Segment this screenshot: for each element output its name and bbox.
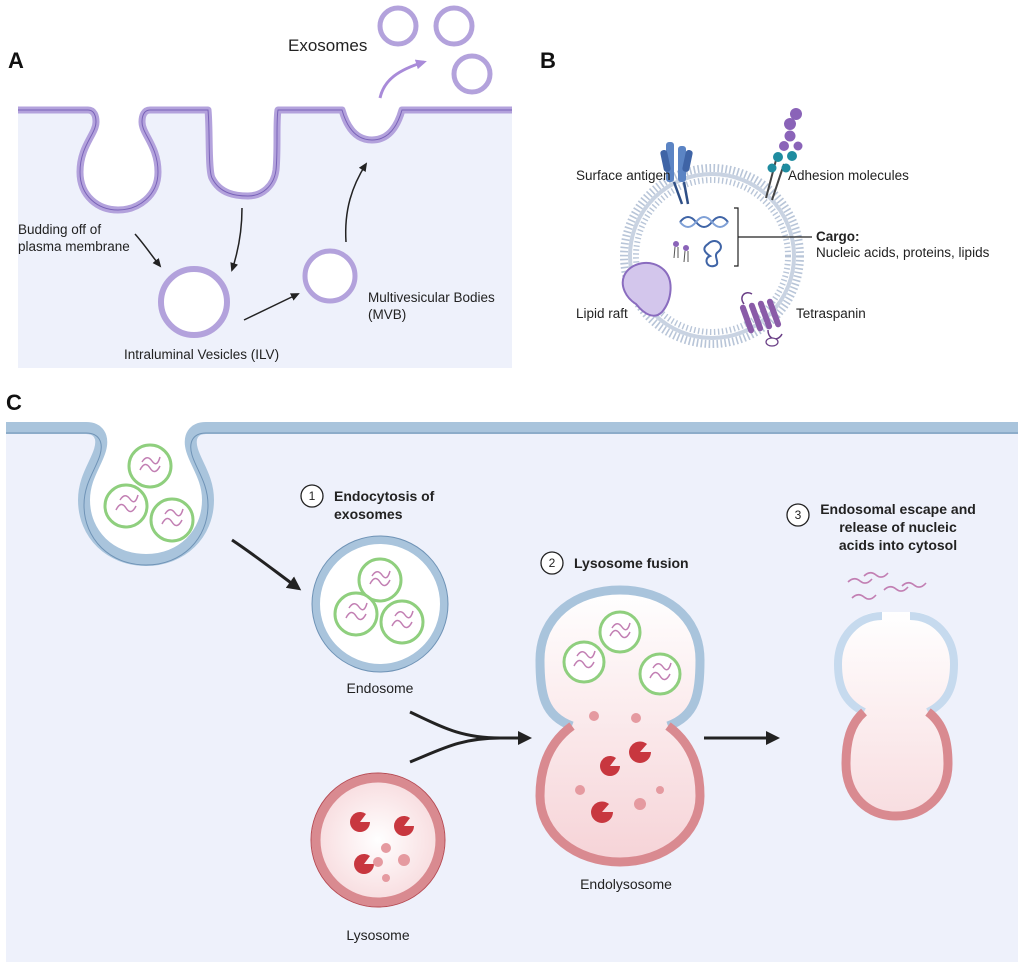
lysosome-label: Lysosome xyxy=(346,927,410,943)
enzyme-icon xyxy=(629,741,651,763)
tetraspanin-label: Tetraspanin xyxy=(796,306,866,321)
lysosome xyxy=(310,772,446,908)
exosome-bilayer-leaflet xyxy=(633,177,791,335)
panel-a: A Exosomes Budding off of plasma membran… xyxy=(8,5,512,368)
endosome xyxy=(311,535,449,673)
mvb-to-membrane-arrow xyxy=(344,162,368,243)
panel-c: C 1 Endocytosis of exosomes xyxy=(6,390,1018,962)
ilv-to-mvb-arrow xyxy=(243,293,300,321)
step1-number-circle xyxy=(300,484,324,508)
step3-label-line1: Endosomal escape and xyxy=(820,501,976,517)
step3-label-line2: release of nucleic xyxy=(839,519,957,535)
endocytosis-arrow xyxy=(231,538,302,591)
exosome-bilayer-inner xyxy=(628,172,796,340)
protein-icon xyxy=(703,240,722,268)
enzyme-icon xyxy=(350,811,370,832)
mvb-vesicle xyxy=(302,248,358,304)
exosome-vesicle xyxy=(433,5,475,47)
endosome-label: Endosome xyxy=(347,680,414,696)
lipid-icon xyxy=(673,241,689,263)
endolysosome-label: Endolysosome xyxy=(580,876,672,892)
enzyme-icon xyxy=(591,801,613,823)
exosome-vesicle xyxy=(377,5,419,47)
ilv-vesicle xyxy=(158,266,230,338)
released-nucleic-acids xyxy=(847,571,927,600)
step3-number-circle xyxy=(786,503,810,527)
exosomes-label: Exosomes xyxy=(288,36,367,55)
step3-number: 3 xyxy=(795,508,802,522)
cell-cytoplasm-a xyxy=(18,110,512,368)
lipid-raft-label: Lipid raft xyxy=(576,306,628,321)
step1-label-line2: exosomes xyxy=(334,506,403,522)
mvb-label-line2: (MVB) xyxy=(368,307,406,322)
endolysosome xyxy=(535,585,705,867)
panel-b: B xyxy=(540,48,990,348)
exosome-vesicle xyxy=(451,53,493,95)
panel-a-letter: A xyxy=(8,48,24,73)
step1-label-line1: Endocytosis of xyxy=(334,488,435,504)
lipid-raft-icon xyxy=(621,261,672,317)
mvb-label-line1: Multivesicular Bodies xyxy=(368,290,495,305)
surface-antigen-icon xyxy=(660,142,693,205)
exosome-release-arrow xyxy=(378,59,427,99)
cargo-title-label: Cargo: xyxy=(816,229,860,244)
adhesion-molecules-icon xyxy=(765,108,803,201)
dna-icon xyxy=(679,216,729,228)
cell-cytoplasm-c xyxy=(6,428,1018,962)
budding-arrow xyxy=(134,233,162,268)
surface-antigen-label: Surface antigen xyxy=(576,168,671,183)
step1-number: 1 xyxy=(309,489,316,503)
endocytosed-exosomes xyxy=(103,443,195,543)
lysosome-merge-arrow xyxy=(409,736,501,764)
ilv-label: Intraluminal Vesicles (ILV) xyxy=(124,347,279,362)
enzyme-icon xyxy=(600,756,620,776)
step2-number: 2 xyxy=(549,556,556,570)
enzyme-icon xyxy=(394,816,414,836)
budding-label-line1: Budding off of xyxy=(18,222,101,237)
step2-label: Lysosome fusion xyxy=(574,555,689,571)
plasma-membrane-c-edge xyxy=(6,432,1018,566)
cargo-items-label: Nucleic acids, proteins, lipids xyxy=(816,245,990,260)
step2-number-circle xyxy=(540,551,564,575)
plasma-membrane-a-inner xyxy=(18,109,512,211)
tetraspanin-icon xyxy=(739,292,783,347)
step3-label-line3: acids into cytosol xyxy=(839,537,957,553)
enzyme-icon xyxy=(354,854,374,874)
ruptured-endolysosome xyxy=(833,612,959,821)
budding-label-line2: plasma membrane xyxy=(18,239,130,254)
plasma-membrane-c xyxy=(6,422,1018,566)
invagination-arrow xyxy=(230,207,243,272)
panel-c-letter: C xyxy=(6,390,22,415)
adhesion-molecules-label: Adhesion molecules xyxy=(788,168,909,183)
panel-b-letter: B xyxy=(540,48,556,73)
